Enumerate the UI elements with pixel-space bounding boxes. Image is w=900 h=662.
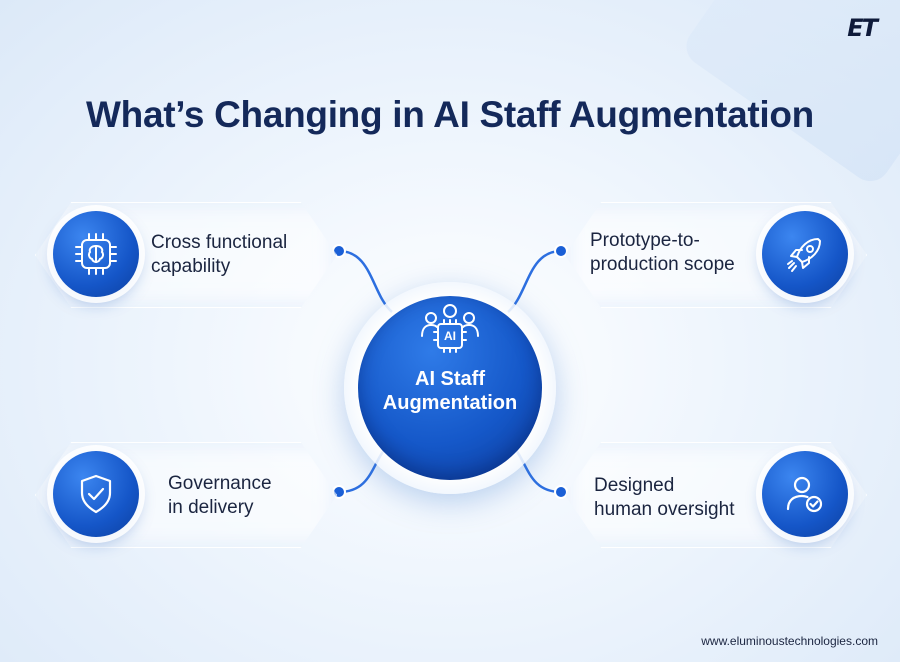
- item-label: Governance in delivery: [168, 473, 272, 518]
- ai-team-icon: AI: [418, 302, 482, 360]
- ai-badge: AI: [444, 329, 456, 343]
- connector-dot-bottom-right: [554, 485, 568, 499]
- page-title: What’s Changing in AI Staff Augmentation: [86, 94, 814, 135]
- item-label: Cross functional capability: [151, 232, 288, 277]
- website-url: www.eluminoustechnologies.com: [701, 634, 878, 648]
- connector-top-right: [507, 249, 562, 313]
- rocket-icon: [762, 211, 848, 297]
- user-check-icon: [762, 451, 848, 537]
- shield-check-icon: [53, 451, 139, 537]
- brand-logo: ET: [847, 14, 878, 42]
- center-label: AI Staff Augmentation: [382, 368, 518, 414]
- item-label: Prototype-to- production scope: [590, 230, 735, 275]
- center-hub: [358, 296, 542, 480]
- brain-chip-icon: [53, 211, 139, 297]
- connector-top-left: [338, 249, 393, 313]
- item-label: Designed human oversight: [594, 475, 735, 520]
- connector-dot-top-right: [554, 244, 568, 258]
